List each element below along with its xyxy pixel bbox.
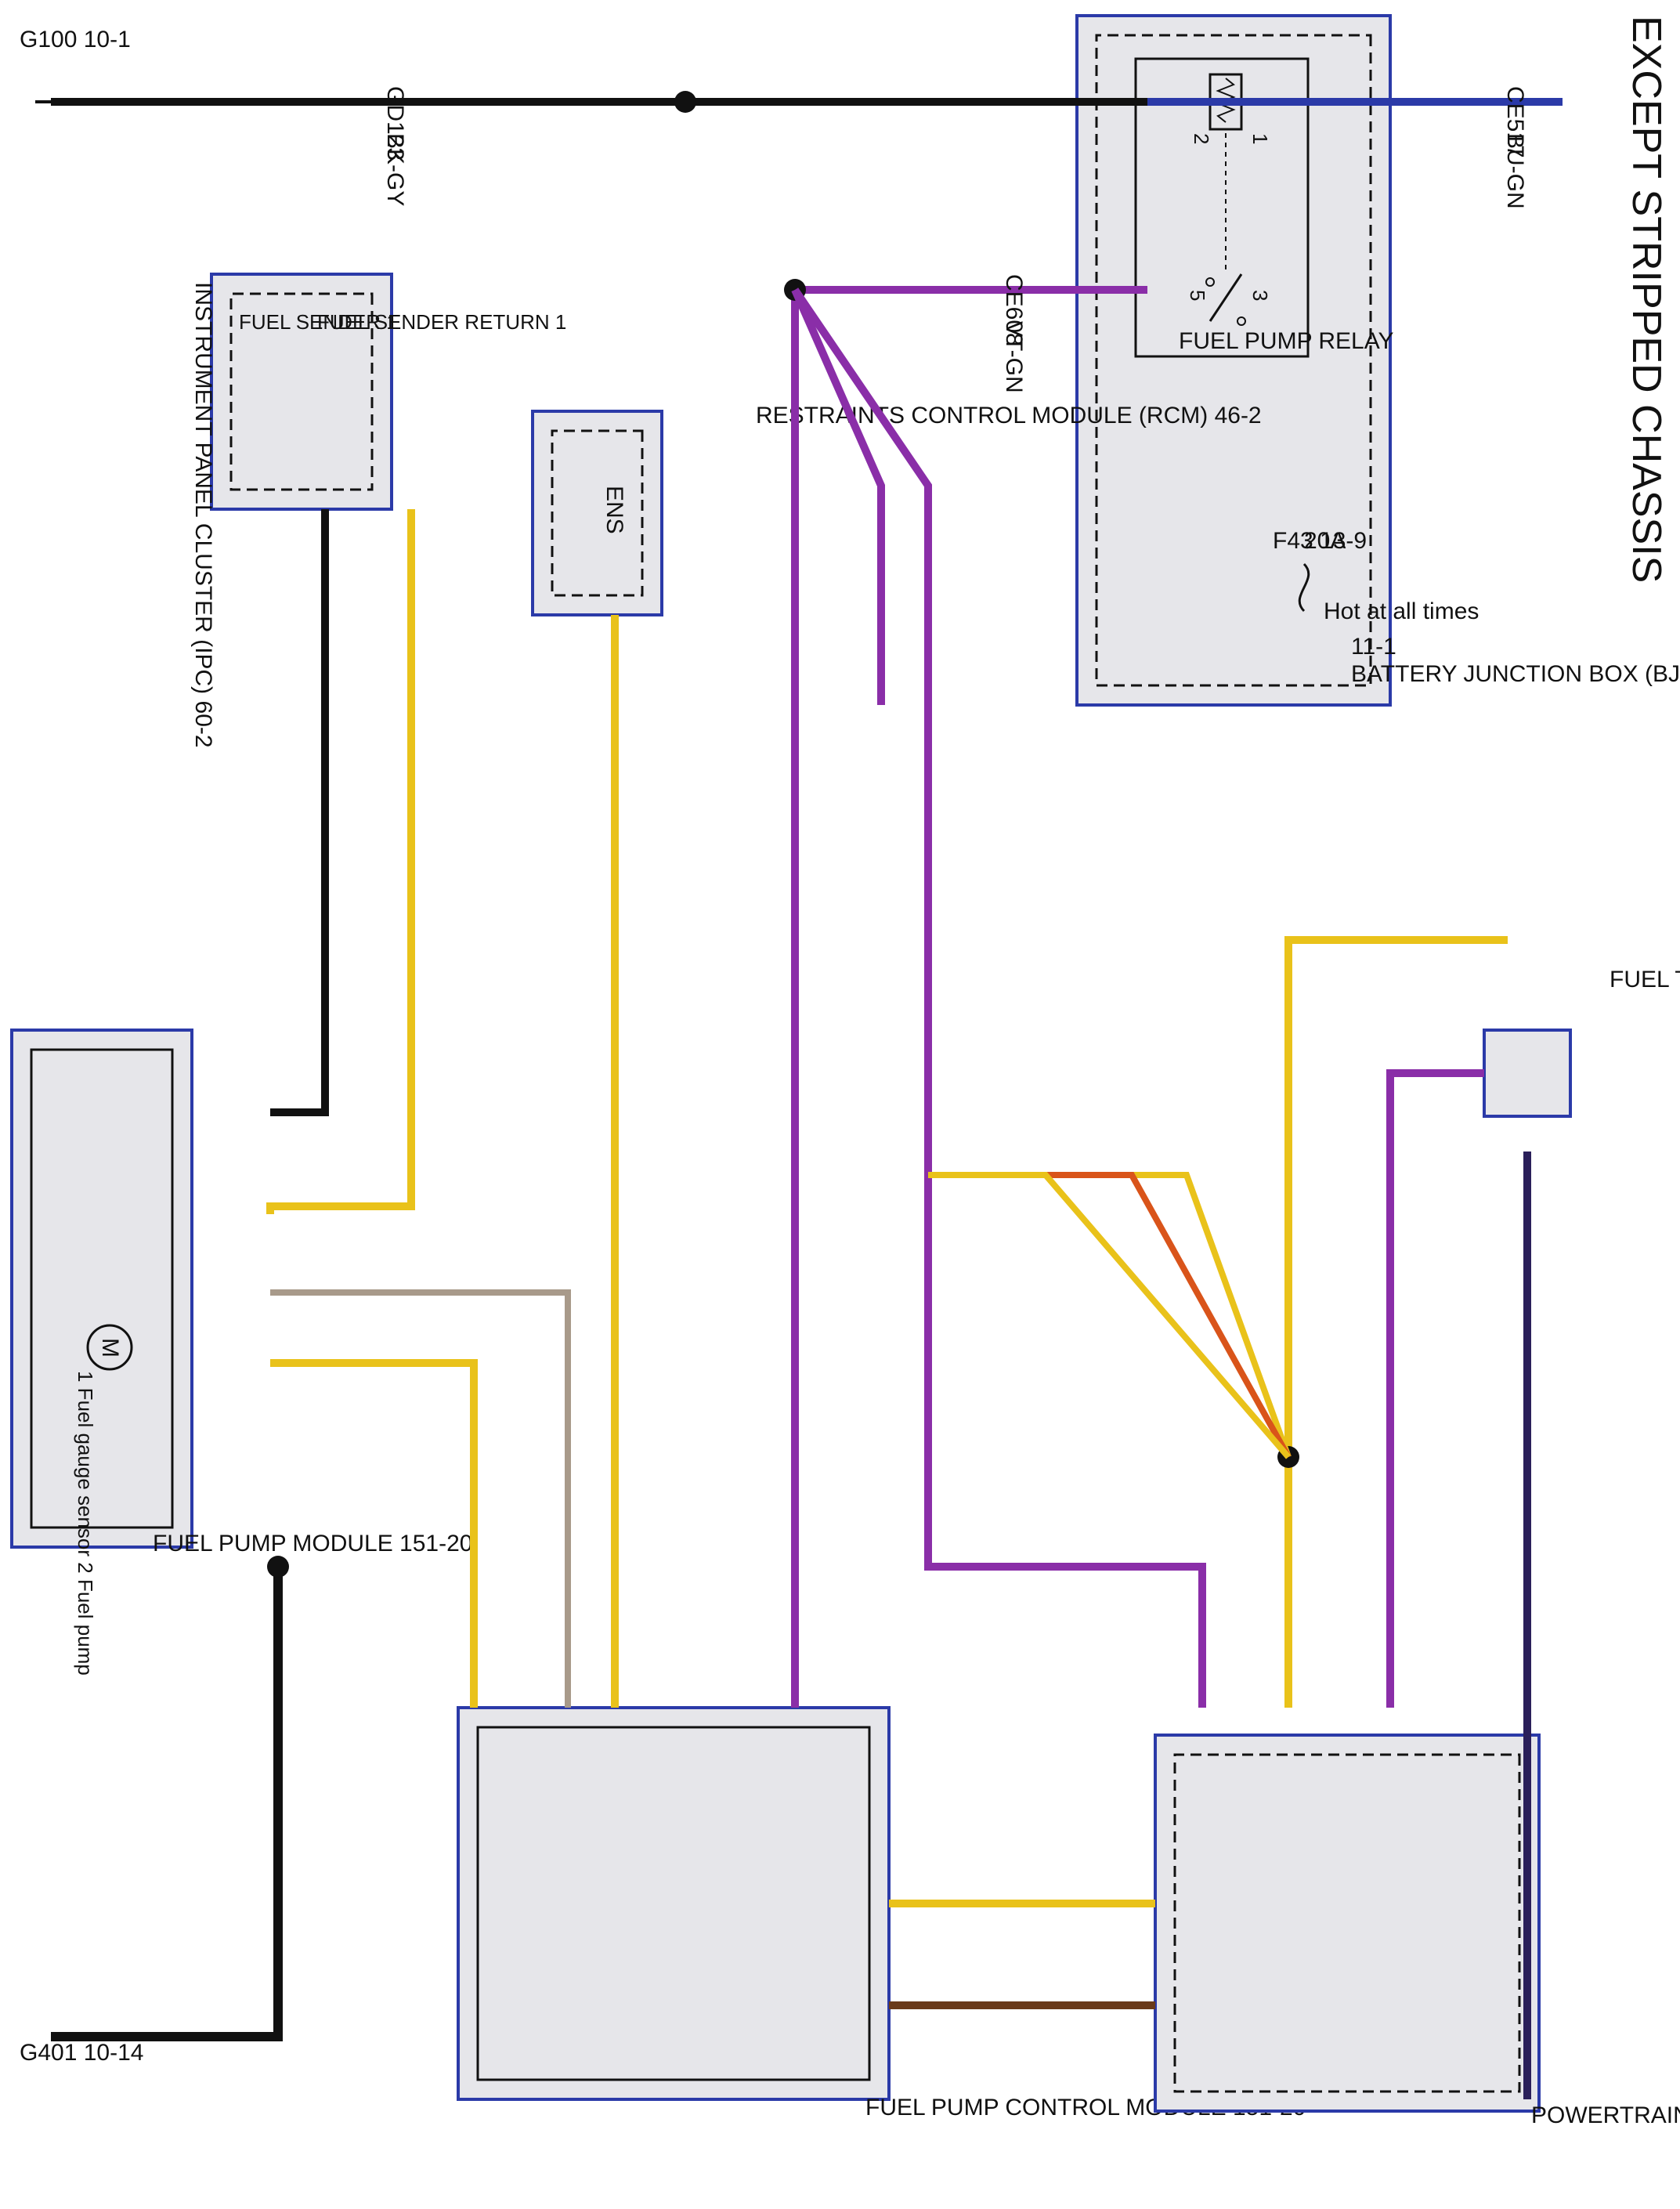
ftps-module: FUEL TANK PRESSURE SENSOR 151-20: [1483, 967, 1680, 1118]
pcm-module: POWERTRAIN CONTROL MODULE (PCM) 151-1: [1154, 1734, 1680, 2128]
ipc-pin-1: FUEL SENDER 1: [239, 310, 398, 334]
wire-re407-branches: [928, 1172, 1292, 1459]
relay-pin-3: 3: [1248, 290, 1272, 301]
fpm-legend: 1 Fuel gauge sensor 2 Fuel pump: [74, 1371, 97, 1676]
diagram-title: EXCEPT STRIPPED CHASSIS: [1624, 16, 1669, 583]
wire-ve922: [1386, 1069, 1484, 1708]
pcm-name: POWERTRAIN CONTROL MODULE (PCM) 151-1: [1531, 2102, 1680, 2128]
wire-ce608-pcm-branch: [791, 287, 1206, 1708]
wire-vmc11: [266, 509, 415, 1214]
gd123-code: GD123: [382, 86, 408, 161]
relay-pin-2: 2: [1190, 133, 1213, 144]
relay-pin-1: 1: [1248, 133, 1272, 144]
fuse-hot-label: Hot at all times: [1324, 598, 1479, 624]
relay-pin-5: 5: [1186, 290, 1209, 301]
ipc-name: INSTRUMENT PANEL CLUSTER (IPC) 60-2: [190, 282, 216, 748]
wire-gd123: GD123 BK-GY: [51, 86, 1147, 206]
ce608-code: CE608: [1001, 274, 1027, 346]
ipc-pin-2: FUEL SENDER RETURN 1: [317, 310, 566, 334]
fuel-pump-module: M FUEL PUMP MODULE 151-20 1 Fuel gauge s…: [10, 1029, 472, 1676]
wire-re515: [270, 1289, 571, 1708]
fuse-rating: 20A: [1304, 528, 1346, 554]
ground-g100: G100 10-1: [20, 27, 131, 103]
rcm-pin: ENS: [602, 486, 627, 534]
wire-gd128: [51, 1556, 289, 2041]
gd123-color: BK-GY: [382, 133, 408, 206]
g100-label: G100 10-1: [20, 27, 131, 52]
ipc-module: INSTRUMENT PANEL CLUSTER (IPC) 60-2 FUEL…: [190, 273, 566, 748]
rotated-diagram-group: BATTERY JUNCTION BOX (BJB) 11-1 FUEL PUM…: [10, 14, 1680, 2128]
wire-ce515: [270, 1359, 478, 1708]
wire-ce517: CE517 BU-GN: [1147, 86, 1563, 209]
rcm-name: RESTRAINTS CONTROL MODULE (RCM) 46-2: [756, 403, 1262, 428]
rcm-module: ENS RESTRAINTS CONTROL MODULE (RCM) 46-2: [531, 403, 1262, 616]
ce608-color: VT-GN: [1001, 321, 1027, 393]
bjb-ref: 11-1: [1351, 634, 1396, 660]
ce517-color: BU-GN: [1502, 133, 1528, 209]
relay-name: FUEL PUMP RELAY: [1179, 328, 1394, 354]
wire-ce608-eec-branch: [791, 287, 885, 705]
ftps-name: FUEL TANK PRESSURE SENSOR 151-20: [1610, 967, 1680, 992]
bjb-module: BATTERY JUNCTION BOX (BJB) 11-1: [1075, 14, 1680, 707]
ce517-code: CE517: [1502, 86, 1528, 158]
motor-symbol: M: [97, 1338, 123, 1358]
bjb-name: BATTERY JUNCTION BOX (BJB): [1351, 661, 1680, 687]
g401-label: G401 10-14: [20, 2040, 143, 2066]
fuse-f43: F43 13-9 20A Hot at all times: [1273, 528, 1479, 624]
fpm-name: FUEL PUMP MODULE 151-20: [153, 1531, 472, 1556]
ground-g401: G401 10-14: [20, 2040, 143, 2066]
wire-rmc32: [270, 509, 329, 1116]
fuse-name: F43 13-9: [1273, 528, 1367, 554]
fuel-pump-relay: FUEL PUMP RELAY 1 2 5 3: [1179, 73, 1394, 354]
